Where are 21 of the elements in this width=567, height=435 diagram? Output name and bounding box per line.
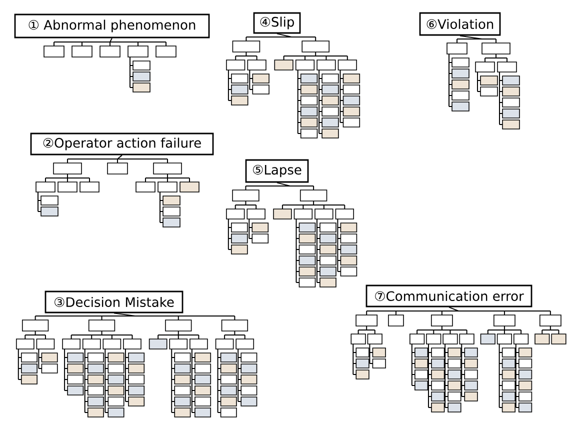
title-box: ① Abnormal phenomenon — [14, 14, 210, 38]
connector-line — [110, 38, 112, 42]
title-box: ⑤Lapse — [245, 159, 309, 183]
title-box: ④Slip — [253, 12, 301, 34]
tree-drawing — [36, 158, 200, 228]
connector-line — [117, 154, 122, 160]
tree-drawing — [44, 42, 176, 92]
title-box: ②Operator action failure — [30, 132, 214, 156]
title-box: ⑦Communication error — [366, 284, 532, 308]
connector-line — [114, 312, 136, 316]
tree-drawing — [226, 36, 360, 138]
tree-drawing — [350, 310, 566, 412]
tree-drawing — [16, 316, 258, 418]
title-box: ⑥Violation — [419, 12, 501, 36]
tree-drawing — [226, 186, 358, 288]
title-box: ③Decision Mistake — [44, 290, 184, 314]
connector-line — [276, 33, 292, 38]
tree-drawing — [446, 38, 520, 130]
connector-line — [276, 182, 290, 186]
connector-line — [460, 35, 482, 40]
connector-line — [448, 306, 459, 312]
